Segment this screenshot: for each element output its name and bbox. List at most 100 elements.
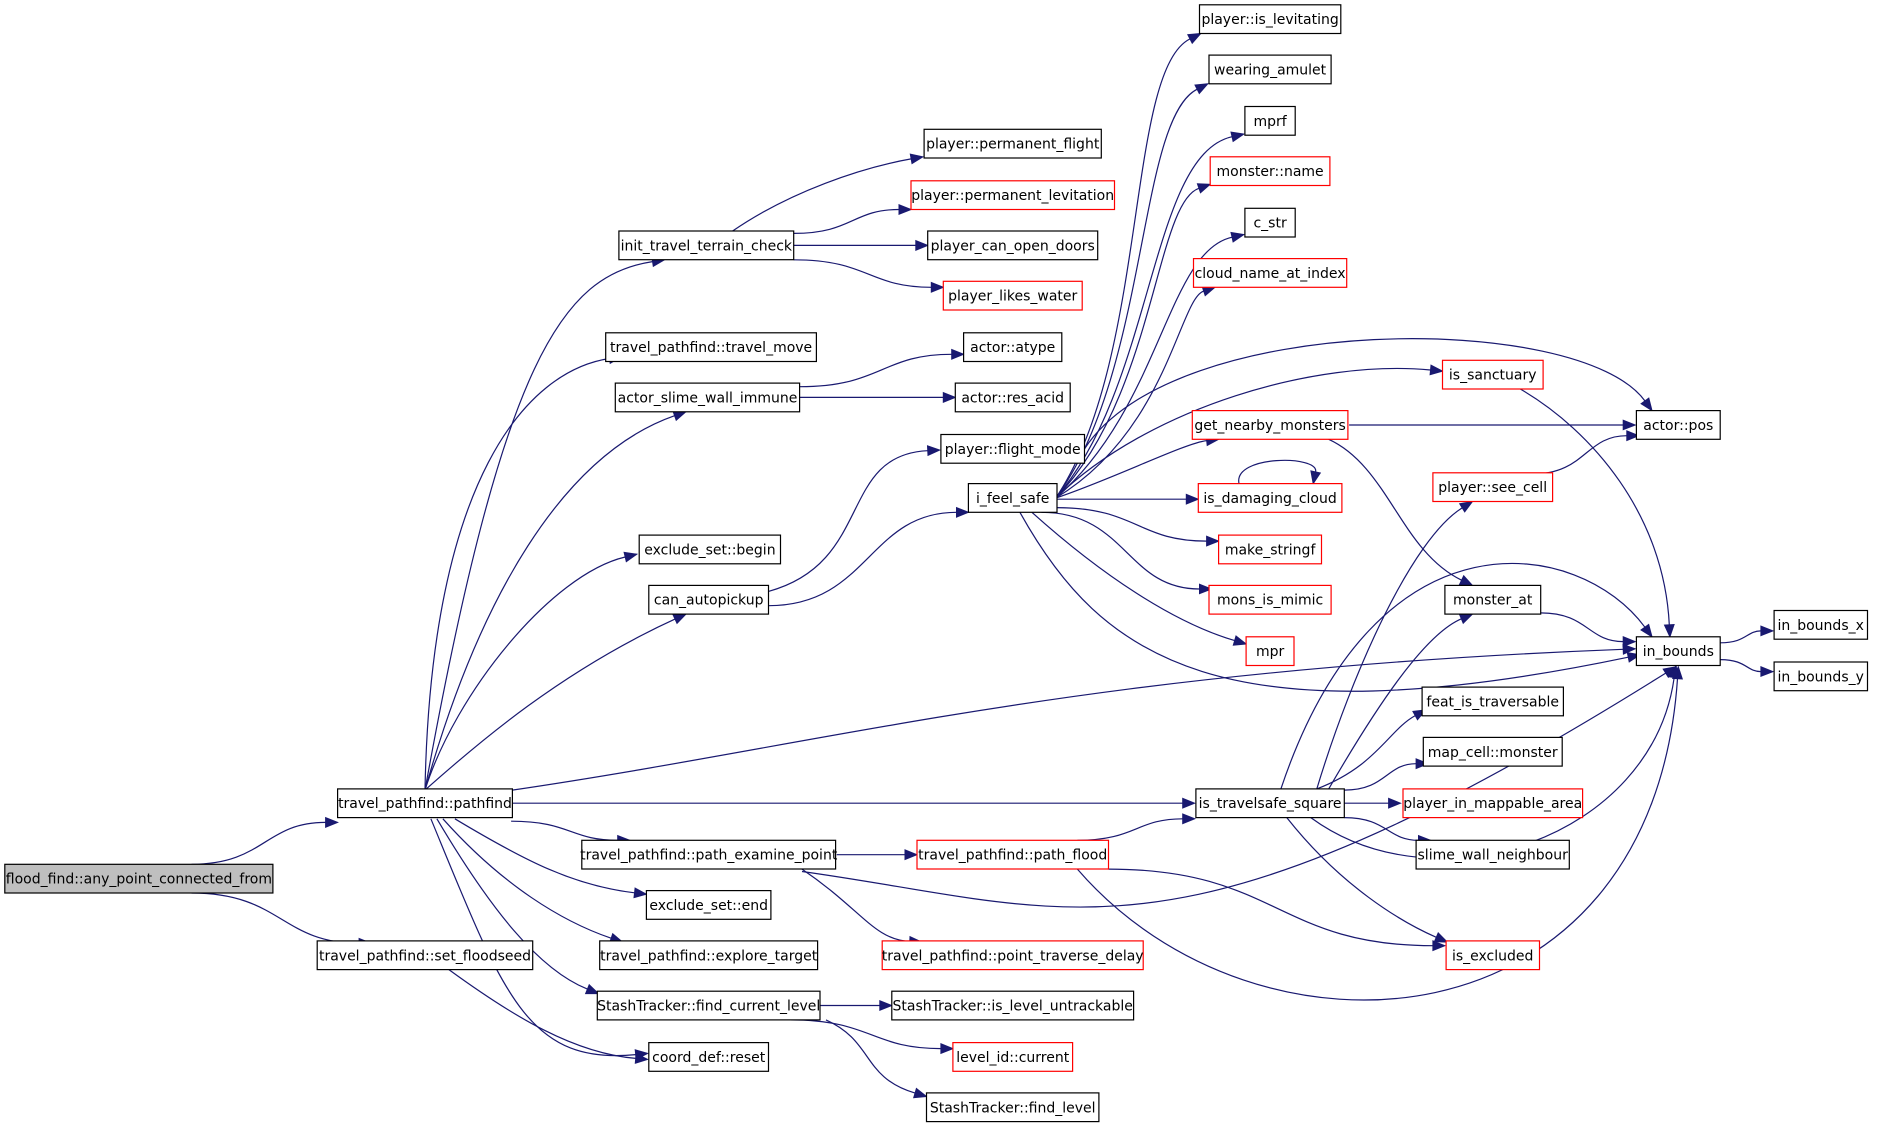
edge-pathfind-to-actor-slime-wall-immune — [424, 410, 688, 791]
node-find-level[interactable]: StashTracker::find_level — [925, 1092, 1100, 1123]
node-label: monster_at — [1453, 593, 1533, 609]
node-is-damaging-cloud[interactable]: is_damaging_cloud — [1197, 483, 1343, 513]
node-box — [1217, 534, 1323, 565]
node-label: actor::res_acid — [961, 390, 1064, 406]
node-box — [1197, 483, 1343, 513]
node-box — [1635, 636, 1721, 667]
node-label: i_feel_safe — [976, 491, 1049, 507]
node-permanent-flight[interactable]: player::permanent_flight — [923, 128, 1102, 159]
node-label: travel_pathfind::path_examine_point — [580, 848, 838, 864]
node-mprf[interactable]: mprf — [1244, 105, 1296, 136]
node-monster-name[interactable]: monster::name — [1209, 156, 1331, 187]
edge-is-travelsafe-square-to-map-cell-monster — [1344, 758, 1430, 791]
node-explore-target[interactable]: travel_pathfind::explore_target — [599, 940, 819, 971]
node-in-bounds-y[interactable]: in_bounds_y — [1773, 661, 1869, 692]
node-box — [927, 230, 1099, 261]
node-exclude-set-begin[interactable]: exclude_set::begin — [638, 534, 782, 565]
node-make-stringf[interactable]: make_stringf — [1217, 534, 1323, 565]
node-level-id-current[interactable]: level_id::current — [952, 1041, 1074, 1072]
node-is-level-untrackable[interactable]: StashTracker::is_level_untrackable — [891, 990, 1135, 1021]
node-root[interactable]: flood_find::any_point_connected_from — [4, 863, 274, 894]
node-label: mpr — [1256, 644, 1285, 660]
edge-can-autopickup-to-flight-mode — [768, 445, 942, 592]
node-path-examine-point[interactable]: travel_pathfind::path_examine_point — [580, 839, 838, 870]
node-actor-pos[interactable]: actor::pos — [1635, 410, 1721, 440]
node-permanent-levitation[interactable]: player::permanent_levitation — [910, 180, 1116, 211]
edge-is-travelsafe-square-to-feat-is-traversable — [1316, 709, 1427, 790]
node-i-feel-safe[interactable]: i_feel_safe — [967, 483, 1058, 513]
node-box — [891, 990, 1135, 1021]
node-path-flood[interactable]: travel_pathfind::path_flood — [916, 839, 1110, 870]
node-box — [1198, 4, 1342, 35]
node-map-cell-monster[interactable]: map_cell::monster — [1422, 736, 1563, 767]
node-label: player_likes_water — [948, 289, 1077, 305]
node-box — [618, 230, 795, 261]
node-box — [1432, 472, 1554, 503]
node-init-travel-terrain-check[interactable]: init_travel_terrain_check — [618, 230, 795, 261]
edge-i-feel-safe-to-c-str — [1055, 231, 1246, 499]
node-player-see-cell[interactable]: player::see_cell — [1432, 472, 1554, 503]
node-label: travel_pathfind::point_traverse_delay — [882, 948, 1144, 964]
node-box — [967, 483, 1058, 513]
edge-root-to-set-floodseed — [191, 892, 373, 949]
call-edges — [191, 32, 1775, 1099]
edge-i-feel-safe-to-mons-is-mimic — [1041, 511, 1213, 595]
node-can-autopickup[interactable]: can_autopickup — [648, 584, 770, 615]
node-box — [1441, 359, 1544, 390]
node-box — [942, 280, 1083, 311]
edge-pathfind-to-find-current-level — [436, 818, 600, 995]
node-box — [614, 382, 801, 413]
node-find-current-level[interactable]: StashTracker::find_current_level — [596, 990, 821, 1021]
node-label: make_stringf — [1225, 543, 1317, 559]
node-is-excluded[interactable]: is_excluded — [1445, 940, 1541, 971]
node-feat-is-traversable[interactable]: feat_is_traversable — [1421, 686, 1564, 717]
node-point-traverse-delay[interactable]: travel_pathfind::point_traverse_delay — [881, 940, 1144, 971]
node-box — [1244, 207, 1296, 238]
edge-pathfind-to-explore-target — [442, 818, 624, 944]
node-in-bounds[interactable]: in_bounds — [1635, 636, 1721, 667]
node-coord-def-reset[interactable]: coord_def::reset — [648, 1041, 770, 1072]
node-label: player_in_mappable_area — [1403, 796, 1582, 812]
node-box — [916, 839, 1110, 870]
node-travel-move[interactable]: travel_pathfind::travel_move — [605, 332, 818, 363]
node-is-sanctuary[interactable]: is_sanctuary — [1441, 359, 1544, 390]
node-player-can-open-doors[interactable]: player_can_open_doors — [927, 230, 1099, 261]
node-get-nearby-monsters[interactable]: get_nearby_monsters — [1191, 410, 1349, 440]
node-label: StashTracker::is_level_untrackable — [893, 999, 1133, 1015]
node-pathfind[interactable]: travel_pathfind::pathfind — [337, 788, 514, 819]
node-wearing-amulet[interactable]: wearing_amulet — [1208, 54, 1332, 85]
edge-monster-at-to-in-bounds — [1540, 612, 1637, 648]
node-player-likes-water[interactable]: player_likes_water — [942, 280, 1083, 311]
node-mons-is-mimic[interactable]: mons_is_mimic — [1208, 584, 1332, 615]
edge-is-travelsafe-square-to-in-bounds — [1280, 562, 1653, 790]
node-cloud-name-at-index[interactable]: cloud_name_at_index — [1192, 258, 1348, 288]
node-set-floodseed[interactable]: travel_pathfind::set_floodseed — [316, 940, 534, 971]
edge-path-flood-to-is-travelsafe-square — [1077, 813, 1197, 841]
edge-path-flood-to-is-excluded — [1108, 868, 1447, 952]
edge-init-travel-terrain-check-to-permanent-flight — [732, 153, 925, 232]
node-mpr[interactable]: mpr — [1245, 636, 1295, 667]
node-actor-slime-wall-immune[interactable]: actor_slime_wall_immune — [614, 382, 801, 413]
node-label: is_travelsafe_square — [1199, 796, 1342, 812]
node-c-str[interactable]: c_str — [1244, 207, 1296, 238]
node-in-bounds-x[interactable]: in_bounds_x — [1773, 609, 1869, 640]
node-slime-wall-neighbour[interactable]: slime_wall_neighbour — [1415, 839, 1570, 870]
node-player-in-mappable-area[interactable]: player_in_mappable_area — [1402, 788, 1584, 819]
edge-is-travelsafe-square-to-player-in-mappable-area — [1344, 797, 1402, 809]
node-label: cloud_name_at_index — [1195, 266, 1346, 282]
node-box — [1402, 788, 1584, 819]
edge-init-travel-terrain-check-to-player-can-open-doors — [793, 239, 930, 251]
node-label: is_sanctuary — [1449, 368, 1537, 384]
node-actor-res-acid[interactable]: actor::res_acid — [954, 382, 1071, 413]
node-exclude-set-end[interactable]: exclude_set::end — [645, 889, 772, 920]
node-label: in_bounds — [1643, 644, 1714, 660]
node-monster-at[interactable]: monster_at — [1444, 584, 1542, 615]
node-flight-mode[interactable]: player::flight_mode — [940, 433, 1086, 464]
node-is-levitating[interactable]: player::is_levitating — [1198, 4, 1342, 35]
node-box — [1445, 940, 1541, 971]
node-label: init_travel_terrain_check — [621, 238, 793, 254]
node-actor-atype[interactable]: actor::atype — [962, 332, 1063, 363]
edge-actor-slime-wall-immune-to-actor-res-acid — [799, 391, 957, 403]
node-label: player_can_open_doors — [931, 238, 1095, 254]
node-is-travelsafe-square[interactable]: is_travelsafe_square — [1195, 788, 1345, 819]
